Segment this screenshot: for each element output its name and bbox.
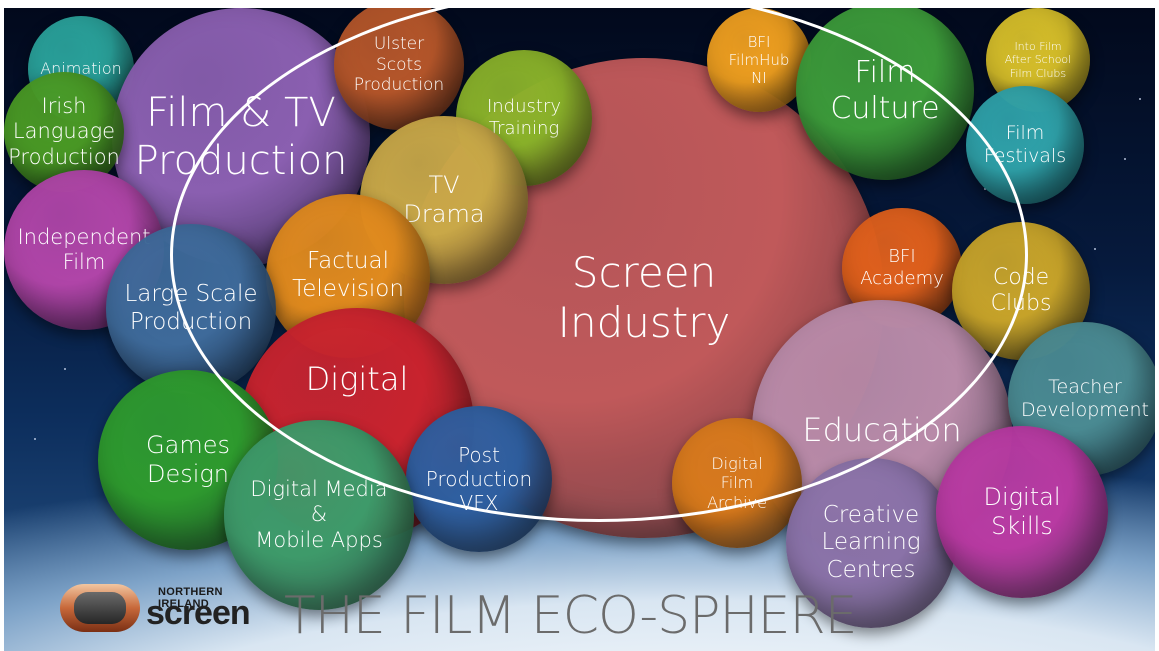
bubble-label-line: Production [129, 309, 253, 335]
bubble-label-line: Film [1005, 122, 1045, 145]
bubble-label-line: Film [854, 55, 916, 90]
bubble-label-line: Skills [991, 512, 1053, 540]
bubble-label-line: Factual [307, 248, 389, 275]
bubble-digital-media-mobile-apps: Digital Media&Mobile Apps [224, 420, 414, 610]
bubble-label-line: Digital [983, 483, 1061, 512]
bubble-label-line: Film [720, 473, 754, 493]
bubble-label-line: Scots [375, 54, 423, 75]
bubble-label-line: Post [458, 443, 500, 467]
star [1139, 98, 1141, 100]
bubble-label-line: Production [425, 467, 533, 491]
bubble-label-line: Digital [711, 454, 763, 474]
bubble-label-line: Production [134, 138, 348, 184]
bubble-label-line: Mobile Apps [255, 527, 383, 552]
bubble-label-line: TV [428, 171, 460, 200]
bubble-label-line: Digital Media [250, 477, 388, 502]
bubble-label-line: Film & TV [146, 90, 336, 136]
bubble-label-line: Games [146, 431, 230, 460]
bubble-label-line: NI [751, 69, 767, 87]
bubble-label-line: After School [1004, 53, 1072, 67]
star [1124, 158, 1126, 160]
bubble-label-line: Into Film [1014, 40, 1062, 54]
bubble-label-line: Creative [822, 501, 920, 528]
bubble-label-line: Culture [830, 91, 940, 126]
bubble-label-line: Archive [707, 492, 767, 512]
bubble-label-line: BFI [888, 246, 916, 268]
logo-top-text: NORTHERN IRELAND [158, 586, 223, 610]
bubble-label-line: Learning [821, 529, 921, 556]
bubble-label-line: Code [992, 264, 1050, 290]
bubble-label-line: Independent [17, 224, 151, 249]
bubble-label-line: Screen [571, 247, 717, 297]
bubble-label-line: Drama [403, 200, 485, 228]
star [34, 438, 36, 440]
bubble-label-line: Centres [826, 556, 916, 583]
bubble-label-line: Irish [41, 94, 87, 119]
bubble-label-line: Clubs [990, 291, 1052, 316]
bubble-label-line: VFX [459, 491, 499, 515]
bubble-label-line: Large Scale [124, 281, 258, 308]
bubble-label-line: Design [146, 460, 230, 488]
bubble-label-line: Development [1021, 399, 1149, 421]
page-title: THE FILM ECO-SPHERE [284, 586, 857, 646]
bubble-label-line: & [310, 502, 328, 527]
bubble-label-line: Industry [486, 96, 562, 118]
bubble-label-line: FilmHub [728, 51, 790, 69]
bubble-label-line: Education [802, 410, 962, 449]
bubble-label-line: Digital [305, 360, 409, 398]
bubble-label-line: Training [488, 118, 560, 139]
bubble-label-line: Academy [860, 268, 944, 289]
northern-ireland-screen-logo: NORTHERN IRELAND screen [60, 580, 260, 636]
bubble-label-line: Film Clubs [1009, 66, 1067, 80]
logo-main-text: screen [146, 594, 251, 632]
logo-mark [60, 584, 140, 632]
bubble-label-line: Festivals [983, 145, 1067, 167]
star [1094, 248, 1096, 250]
bubble-label-line: Industry [557, 298, 731, 347]
bubble-label-line: Language [12, 119, 116, 144]
bubble-label-line: Ulster [373, 34, 425, 55]
star [64, 368, 66, 370]
bubble-label-line: Production [353, 75, 445, 96]
bubble-label-line: Teacher [1048, 376, 1122, 399]
bubble-label-line: BFI [747, 33, 771, 51]
bubble-label-line: Production [8, 144, 120, 169]
bubble-label-line: Film [62, 250, 106, 274]
bubble-label-line: Television [292, 276, 404, 302]
